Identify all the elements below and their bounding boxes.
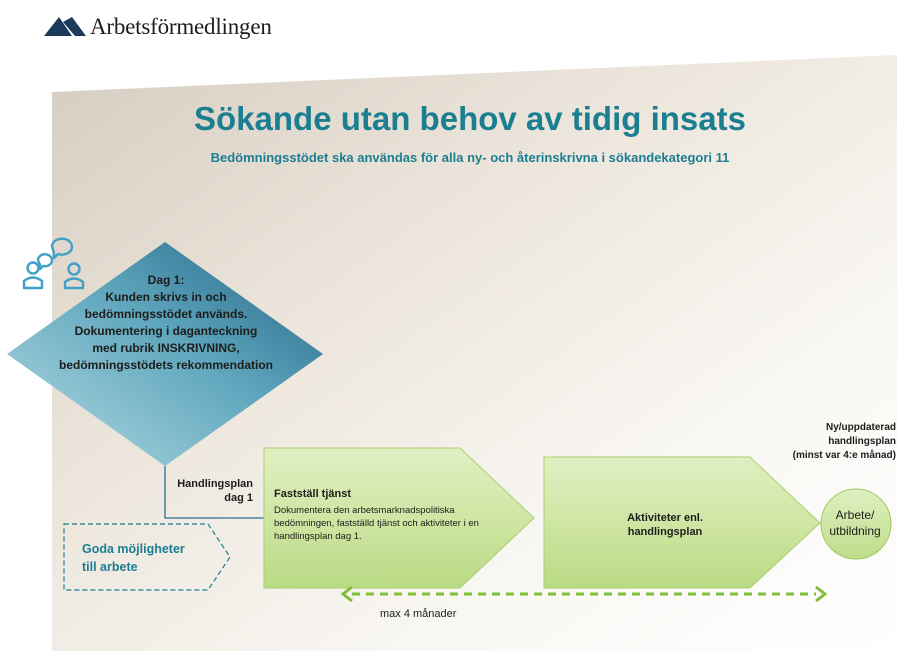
logo: Arbetsförmedlingen bbox=[86, 12, 272, 42]
goda-line: till arbete bbox=[82, 560, 138, 574]
aktiviteter-shape bbox=[543, 456, 821, 589]
step1-title: Fastställ tjänst bbox=[274, 488, 352, 500]
step2-line: handlingsplan bbox=[627, 526, 703, 538]
connector-line bbox=[164, 466, 265, 519]
diamond-line: bedömningsstödet används. bbox=[84, 307, 248, 321]
step2-text: Aktiviteter enl. handlingsplan bbox=[585, 511, 745, 539]
goda-line: Goda möjligheter bbox=[82, 542, 185, 556]
duration-arrow-left-head bbox=[340, 585, 353, 603]
update-note-line: handlingsplan bbox=[828, 436, 896, 447]
update-note: Ny/uppdaterad handlingsplan (minst var 4… bbox=[760, 421, 896, 463]
diamond-line: bedömningsstödets rekommendation bbox=[58, 358, 274, 372]
outcome-line: utbildning bbox=[829, 524, 881, 538]
step1-body: Dokumentera den arbetsmarknadspolitiska … bbox=[274, 505, 479, 542]
diamond-line: Dag 1: bbox=[147, 273, 185, 287]
diamond-line: Kunden skrivs in och bbox=[105, 290, 227, 304]
faststall-tjanst-shape bbox=[263, 447, 535, 589]
people-talking-icon bbox=[22, 237, 85, 290]
duration-arrow-right-head bbox=[815, 585, 828, 603]
connector-label-line: dag 1 bbox=[224, 492, 253, 504]
diamond-line: Dokumentering i daganteckning bbox=[74, 324, 258, 338]
diamond-text: Dag 1: Kunden skrivs in och bedömningsst… bbox=[10, 272, 322, 374]
arbete-utbildning-circle bbox=[820, 488, 892, 560]
outcome-text: Arbete/ utbildning bbox=[820, 507, 890, 539]
duration-label: max 4 månader bbox=[380, 608, 457, 620]
connector-label-line: Handlingsplan bbox=[177, 478, 253, 490]
page-title: Sökande utan behov av tidig insats bbox=[194, 100, 746, 137]
goda-mojligheter-shape bbox=[63, 523, 231, 591]
connector-label: Handlingsplan dag 1 bbox=[168, 477, 253, 505]
logo-brand-text: Arbetsförmedlingen bbox=[90, 14, 272, 39]
step2-line: Aktiviteter enl. bbox=[627, 512, 703, 524]
outcome-line: Arbete/ bbox=[835, 508, 875, 522]
page-subtitle: Bedömningsstödet ska användas för alla n… bbox=[210, 150, 730, 165]
diamond-line: med rubrik INSKRIVNING, bbox=[92, 341, 240, 355]
goda-mojligheter-text: Goda möjligheter till arbete bbox=[82, 540, 185, 576]
decision-diamond bbox=[7, 242, 323, 466]
update-note-line: (minst var 4:e månad) bbox=[792, 450, 896, 461]
update-note-line: Ny/uppdaterad bbox=[825, 422, 896, 433]
arbetsformedlingen-logo-mark bbox=[44, 17, 86, 36]
